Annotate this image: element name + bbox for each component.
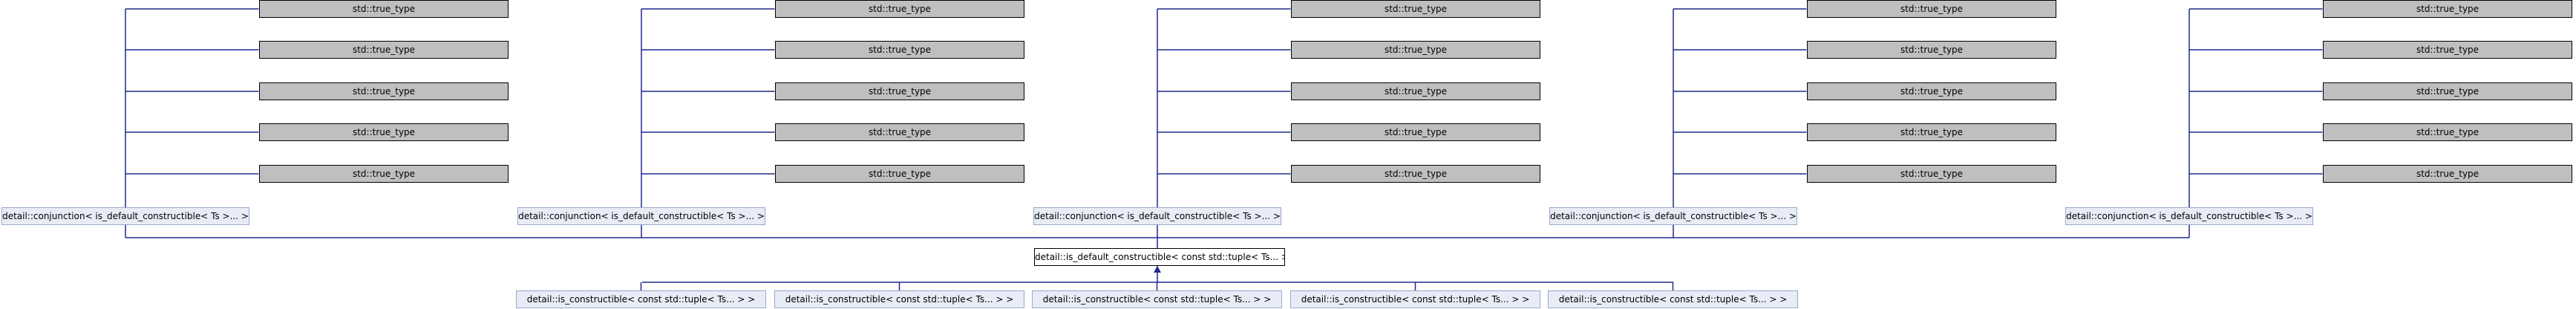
derived-class-is-constructible[interactable]: detail::is_constructible< const std::tup… [1548, 290, 1798, 308]
base-class-true-type[interactable]: std::true_type [2323, 82, 2572, 100]
base-class-true-type[interactable]: std::true_type [1807, 82, 2056, 100]
base-class-true-type[interactable]: std::true_type [775, 123, 1024, 141]
base-class-true-type[interactable]: std::true_type [1291, 41, 1540, 59]
base-class-true-type[interactable]: std::true_type [2323, 123, 2572, 141]
derived-class-is-constructible[interactable]: detail::is_constructible< const std::tup… [516, 290, 766, 308]
base-class-true-type[interactable]: std::true_type [1807, 0, 2056, 18]
conjunction-class[interactable]: detail::conjunction< is_default_construc… [2065, 207, 2313, 225]
base-class-true-type[interactable]: std::true_type [1807, 123, 2056, 141]
base-class-true-type[interactable]: std::true_type [2323, 0, 2572, 18]
base-class-true-type[interactable]: std::true_type [1291, 123, 1540, 141]
base-class-true-type[interactable]: std::true_type [259, 0, 509, 18]
base-class-true-type[interactable]: std::true_type [2323, 41, 2572, 59]
base-class-true-type[interactable]: std::true_type [259, 82, 509, 100]
base-class-true-type[interactable]: std::true_type [1291, 82, 1540, 100]
base-class-true-type[interactable]: std::true_type [259, 41, 509, 59]
base-class-true-type[interactable]: std::true_type [2323, 165, 2572, 183]
base-class-true-type[interactable]: std::true_type [1807, 165, 2056, 183]
base-class-true-type[interactable]: std::true_type [1807, 41, 2056, 59]
base-class-true-type[interactable]: std::true_type [1291, 0, 1540, 18]
conjunction-class[interactable]: detail::conjunction< is_default_construc… [1549, 207, 1797, 225]
base-class-true-type[interactable]: std::true_type [775, 0, 1024, 18]
base-class-true-type[interactable]: std::true_type [775, 82, 1024, 100]
derived-class-is-constructible[interactable]: detail::is_constructible< const std::tup… [774, 290, 1024, 308]
base-class-true-type[interactable]: std::true_type [775, 41, 1024, 59]
conjunction-class[interactable]: detail::conjunction< is_default_construc… [1, 207, 249, 225]
conjunction-class[interactable]: detail::conjunction< is_default_construc… [517, 207, 765, 225]
base-class-true-type[interactable]: std::true_type [1291, 165, 1540, 183]
derived-class-is-constructible[interactable]: detail::is_constructible< const std::tup… [1290, 290, 1540, 308]
base-class-true-type[interactable]: std::true_type [775, 165, 1024, 183]
base-class-true-type[interactable]: std::true_type [259, 123, 509, 141]
base-class-true-type[interactable]: std::true_type [259, 165, 509, 183]
inherit-arrow [1154, 266, 1161, 273]
conjunction-class[interactable]: detail::conjunction< is_default_construc… [1033, 207, 1281, 225]
focus-class-is-default-constructible[interactable]: detail::is_default_constructible< const … [1034, 248, 1285, 266]
derived-class-is-constructible[interactable]: detail::is_constructible< const std::tup… [1032, 290, 1282, 308]
